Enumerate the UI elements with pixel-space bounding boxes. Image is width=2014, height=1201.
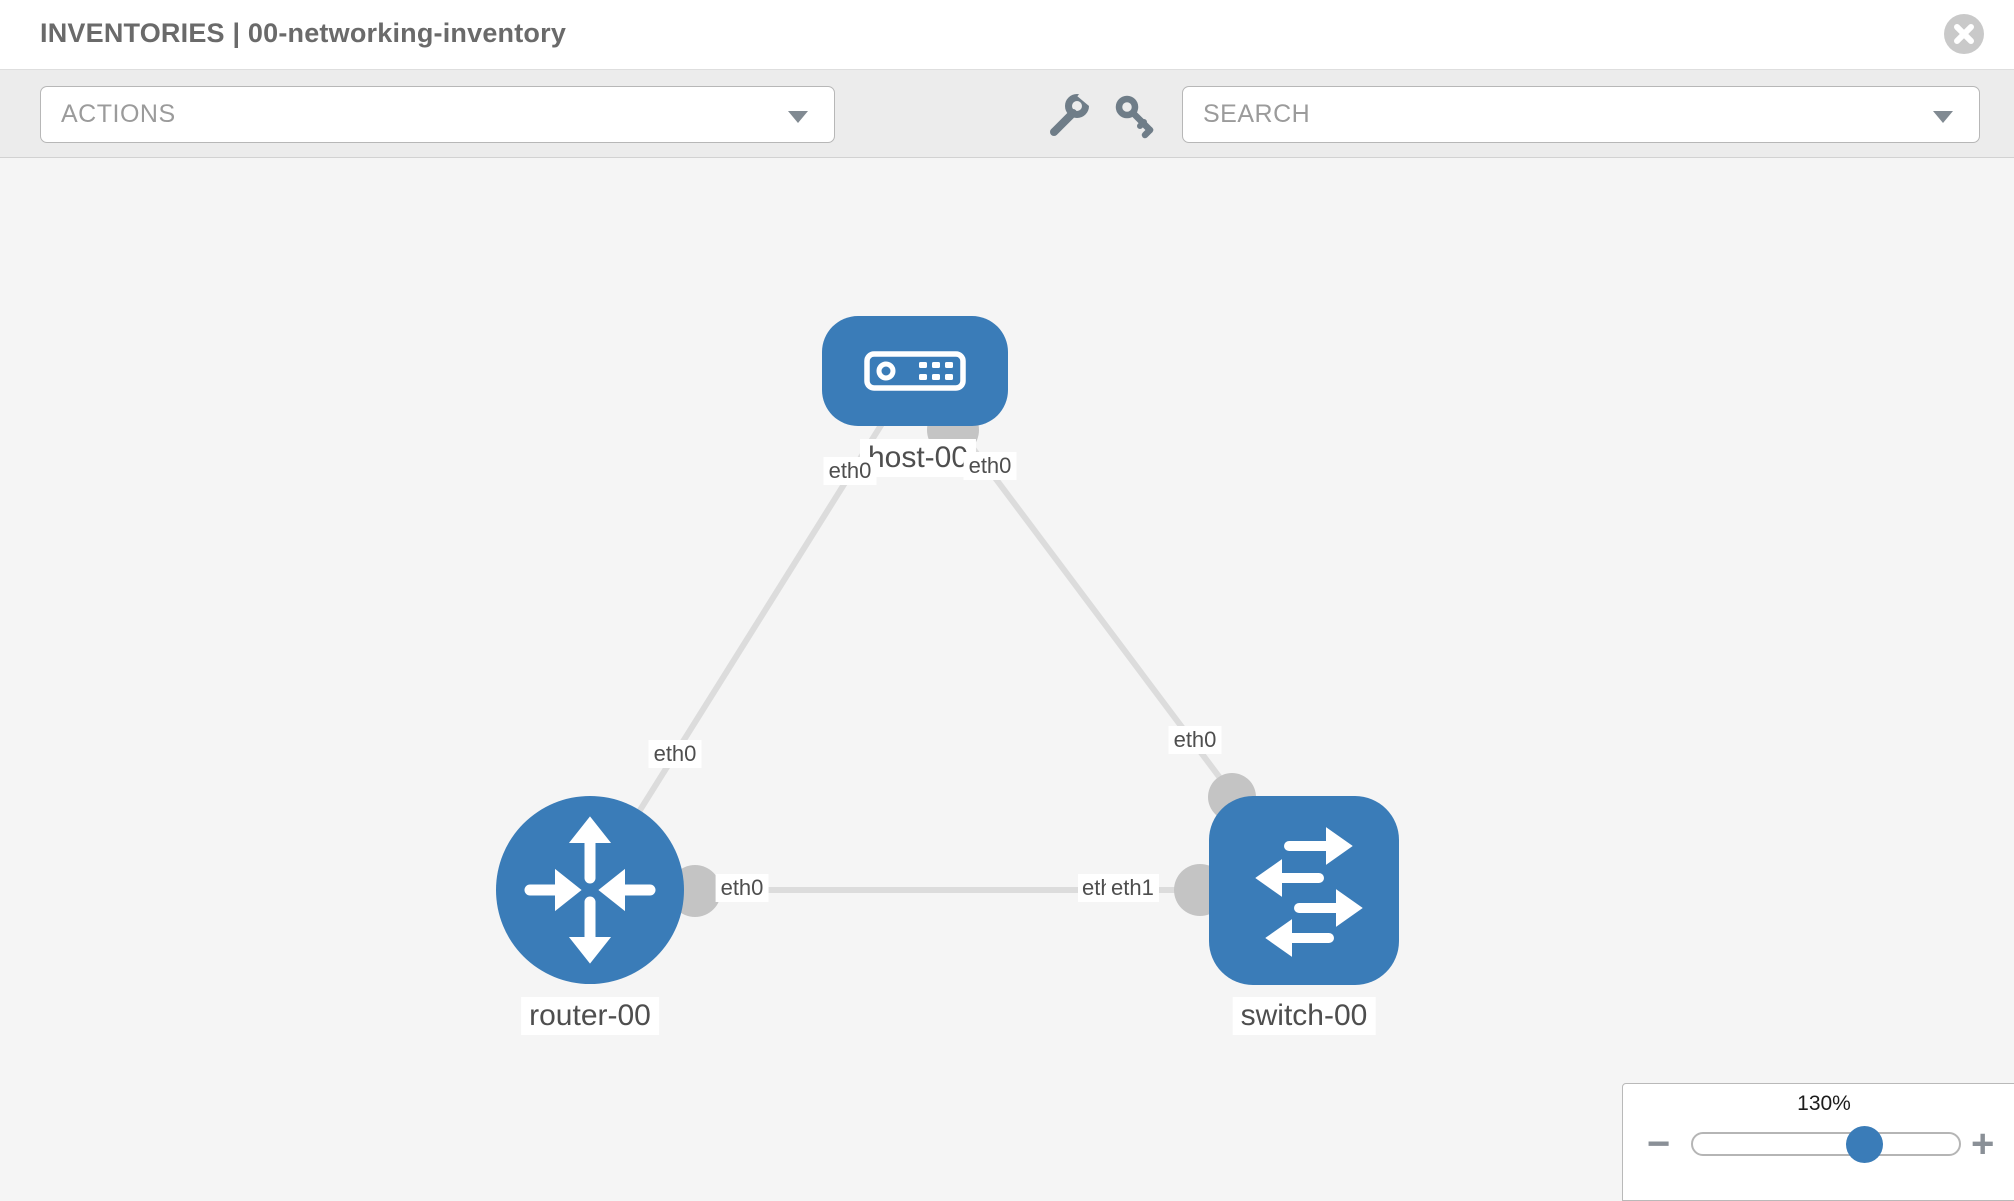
node-label-switch: switch-00: [1232, 997, 1376, 1035]
chevron-down-icon: [1933, 111, 1953, 123]
close-icon: [1954, 24, 1974, 44]
links-layer: [587, 369, 1307, 893]
page-title: INVENTORIES | 00-networking-inventory: [40, 18, 567, 48]
node-router-00[interactable]: [496, 796, 684, 984]
node-switch-00[interactable]: [1209, 796, 1399, 985]
iface-label-host-to-switch: eth0: [963, 452, 1017, 480]
chevron-down-icon: [788, 111, 808, 123]
actions-dropdown-label: ACTIONS: [61, 100, 176, 128]
zoom-control-panel: 130% − +: [1622, 1083, 2014, 1201]
iface-label-host-to-router: eth0: [823, 457, 877, 485]
toolbar: ACTIONS SEARCH: [0, 70, 2014, 158]
configure-button[interactable]: [1044, 86, 1098, 140]
node-label-host: host-00: [859, 439, 977, 477]
zoom-percent-value: 130%: [1797, 1092, 1851, 1115]
iface-label-switch-on-host-link: eth0: [1168, 726, 1222, 754]
host-icon: [864, 351, 966, 391]
node-host-00[interactable]: [822, 316, 1008, 426]
iface-label-router-to-switch: eth0: [715, 874, 769, 902]
zoom-slider-thumb[interactable]: [1846, 1126, 1883, 1163]
zoom-slider[interactable]: [1691, 1132, 1961, 1156]
topology-canvas[interactable]: host-00 router-00 switch-00 eth0 eth0 et…: [0, 158, 2014, 1200]
header-bar: INVENTORIES | 00-networking-inventory: [0, 0, 2014, 70]
zoom-out-button[interactable]: −: [1647, 1122, 1671, 1166]
search-dropdown[interactable]: SEARCH: [1182, 86, 1980, 143]
actions-dropdown[interactable]: ACTIONS: [40, 86, 835, 143]
search-placeholder: SEARCH: [1203, 100, 1311, 128]
zoom-in-button[interactable]: +: [1971, 1122, 1995, 1166]
close-button[interactable]: [1944, 14, 1984, 54]
iface-label-switch-eth1: eth1: [1106, 874, 1159, 902]
credentials-button[interactable]: [1112, 92, 1160, 140]
key-icon: [1115, 95, 1154, 139]
wrench-icon: [1050, 86, 1098, 136]
iface-label-router-on-host-link: eth0: [648, 740, 702, 768]
router-icon: [524, 816, 656, 964]
node-label-router: router-00: [521, 997, 659, 1035]
switch-icon: [1255, 827, 1363, 957]
